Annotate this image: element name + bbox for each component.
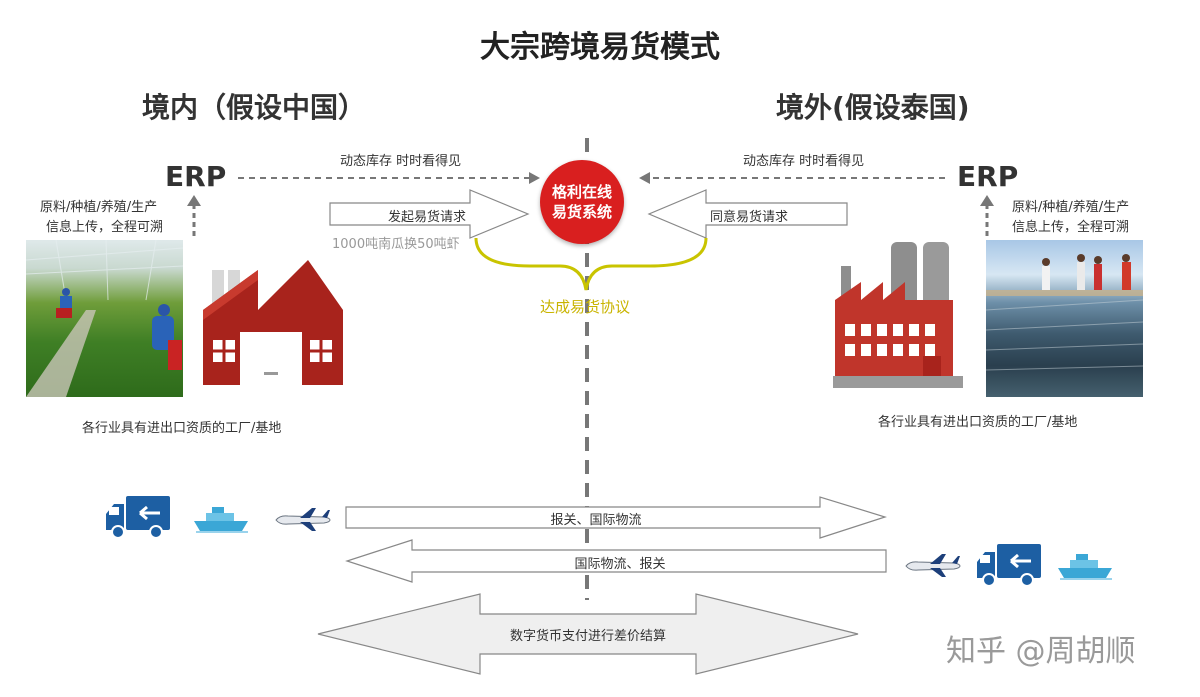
logistics-in-label: 国际物流、报关	[574, 557, 666, 572]
left-factory-caption: 各行业具有进出口资质的工厂/基地	[82, 421, 282, 436]
left-request-detail: 1000吨南瓜换50吨虾	[332, 237, 460, 252]
left-upload-line-2: 信息上传，全程可溯	[46, 220, 164, 235]
farm-photo	[25, 239, 184, 397]
airplane-icon-right	[904, 552, 962, 582]
right-upload-line-1: 原料/种植/养殖/生产	[1012, 200, 1130, 215]
page-title: 大宗跨境易货模式	[480, 30, 720, 65]
left-request-arrow	[329, 189, 530, 239]
right-factory-caption: 各行业具有进出口资质的工厂/基地	[878, 415, 1078, 430]
right-region-heading: 境外(假设泰国)	[776, 91, 970, 124]
right-request-arrow	[647, 189, 848, 239]
logistics-out-label: 报关、国际物流	[550, 513, 642, 528]
fishery-photo	[985, 240, 1144, 397]
system-name-line-2: 易货系统	[551, 203, 612, 221]
left-request-label: 发起易货请求	[388, 210, 467, 225]
left-erp-link-head	[529, 172, 540, 184]
farm-photo-art	[25, 239, 184, 397]
left-visibility-text: 动态库存 时时看得见	[340, 154, 462, 169]
barter-system-node: 格利在线 易货系统	[540, 160, 624, 244]
truck-icon-right	[975, 542, 1043, 592]
airplane-icon	[274, 506, 332, 536]
right-visibility-text: 动态库存 时时看得见	[743, 154, 865, 169]
ship-icon-right	[1056, 552, 1114, 584]
right-upload-line-2: 信息上传，全程可溯	[1012, 220, 1130, 235]
right-request-label: 同意易货请求	[710, 210, 789, 225]
system-name-line-1: 格利在线	[551, 183, 612, 201]
fishery-photo-art	[985, 254, 1144, 371]
left-upload-text: 原料/种植/养殖/生产 信息上传，全程可溯	[40, 198, 163, 238]
left-erp-label: ERP	[165, 160, 227, 193]
factory-icon-graphic-right	[833, 242, 963, 388]
left-upload-line-1: 原料/种植/养殖/生产	[40, 200, 158, 215]
logistics-out-arrow	[345, 496, 887, 539]
logistics-in-arrow	[345, 539, 887, 583]
left-factory-icon	[198, 250, 348, 394]
right-erp-link-head	[639, 172, 650, 184]
truck-icon	[104, 494, 172, 544]
factory-icon-graphic	[203, 260, 343, 385]
settlement-label: 数字货币支付进行差价结算	[509, 629, 666, 644]
settlement-arrow	[317, 593, 859, 675]
agreement-label: 达成易货协议	[540, 298, 631, 316]
watermark: 知乎 @周胡顺	[946, 634, 1136, 669]
right-upload-text: 原料/种植/养殖/生产 信息上传，全程可溯	[1012, 198, 1129, 238]
agreement-brace	[474, 237, 708, 291]
left-region-heading: 境内（假设中国）	[142, 91, 367, 124]
right-factory-icon	[833, 238, 963, 397]
ship-icon	[192, 505, 250, 537]
right-erp-label: ERP	[957, 160, 1019, 193]
